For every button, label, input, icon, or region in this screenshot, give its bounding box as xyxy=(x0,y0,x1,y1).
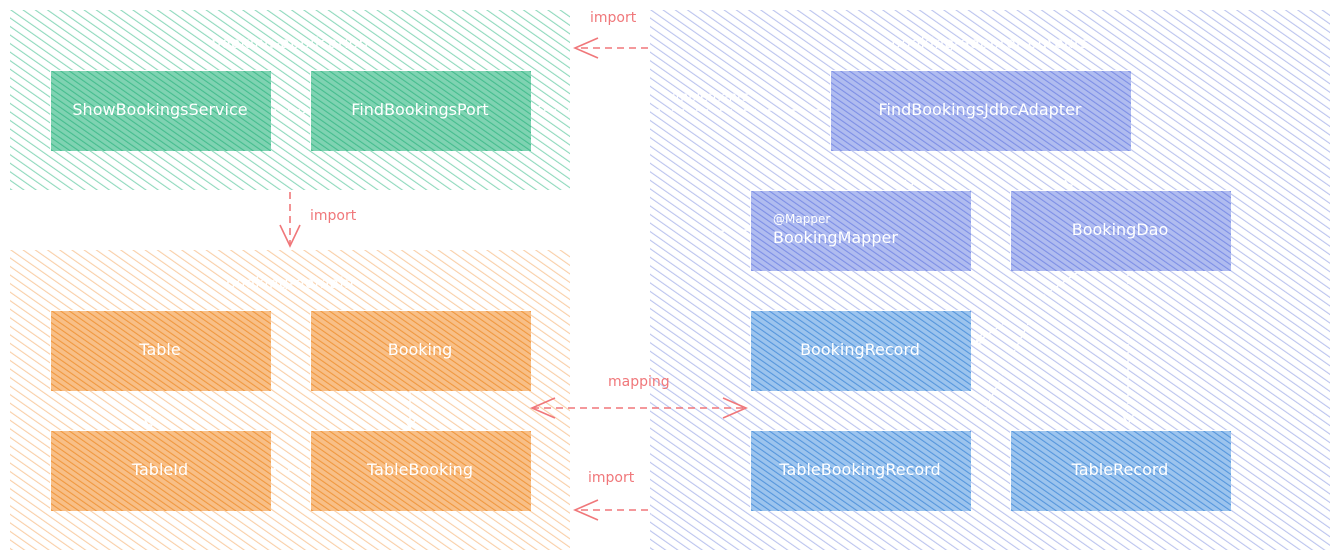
import-label-bottom: import xyxy=(588,470,635,486)
import-label-middle: import xyxy=(310,208,357,224)
show-bookings-service-box[interactable]: ShowBookingsService xyxy=(50,70,271,151)
module-title: booking-adapter-outputs xyxy=(891,34,1089,52)
import-arrow-top xyxy=(572,37,648,59)
find-bookings-port-box[interactable]: FindBookingsPort xyxy=(310,70,531,151)
table-record-box[interactable]: TableRecord xyxy=(1010,430,1231,511)
booking-box[interactable]: Booking xyxy=(310,310,531,391)
booking-mapper-box[interactable]: @Mapper BookingMapper xyxy=(750,190,971,271)
module-title: booking-domain xyxy=(225,274,355,292)
box-label: Table xyxy=(139,340,181,360)
import-arrow-bottom xyxy=(572,499,648,521)
box-label: TableBookingRecord xyxy=(779,460,941,480)
table-id-box[interactable]: TableId xyxy=(50,430,271,511)
import-label-top: import xyxy=(590,10,637,26)
import-arrow-middle xyxy=(279,192,301,248)
mapper-annotation: @Mapper xyxy=(773,212,831,227)
booking-dao-box[interactable]: BookingDao xyxy=(1010,190,1231,271)
box-label: TableBooking xyxy=(367,460,473,480)
table-booking-box[interactable]: TableBooking xyxy=(310,430,531,511)
booking-record-box[interactable]: BookingRecord xyxy=(750,310,971,391)
box-label: BookingRecord xyxy=(800,340,920,360)
module-title: booking-application xyxy=(211,34,369,52)
box-label: FindBookingsJdbcAdapter xyxy=(878,100,1082,120)
box-label: BookingDao xyxy=(1071,220,1169,240)
box-label: ShowBookingsService xyxy=(72,100,248,120)
box-label: Booking xyxy=(387,340,453,360)
box-label: BookingMapper xyxy=(773,228,898,248)
table-box[interactable]: Table xyxy=(50,310,271,391)
implements-label: implements xyxy=(672,90,749,105)
box-label: FindBookingsPort xyxy=(351,100,489,120)
box-label: TableId xyxy=(131,460,189,480)
table-booking-record-box[interactable]: TableBookingRecord xyxy=(750,430,971,511)
find-bookings-jdbc-adapter-box[interactable]: FindBookingsJdbcAdapter xyxy=(830,70,1131,151)
mapping-label: mapping xyxy=(608,374,670,390)
box-label: TableRecord xyxy=(1071,460,1169,480)
